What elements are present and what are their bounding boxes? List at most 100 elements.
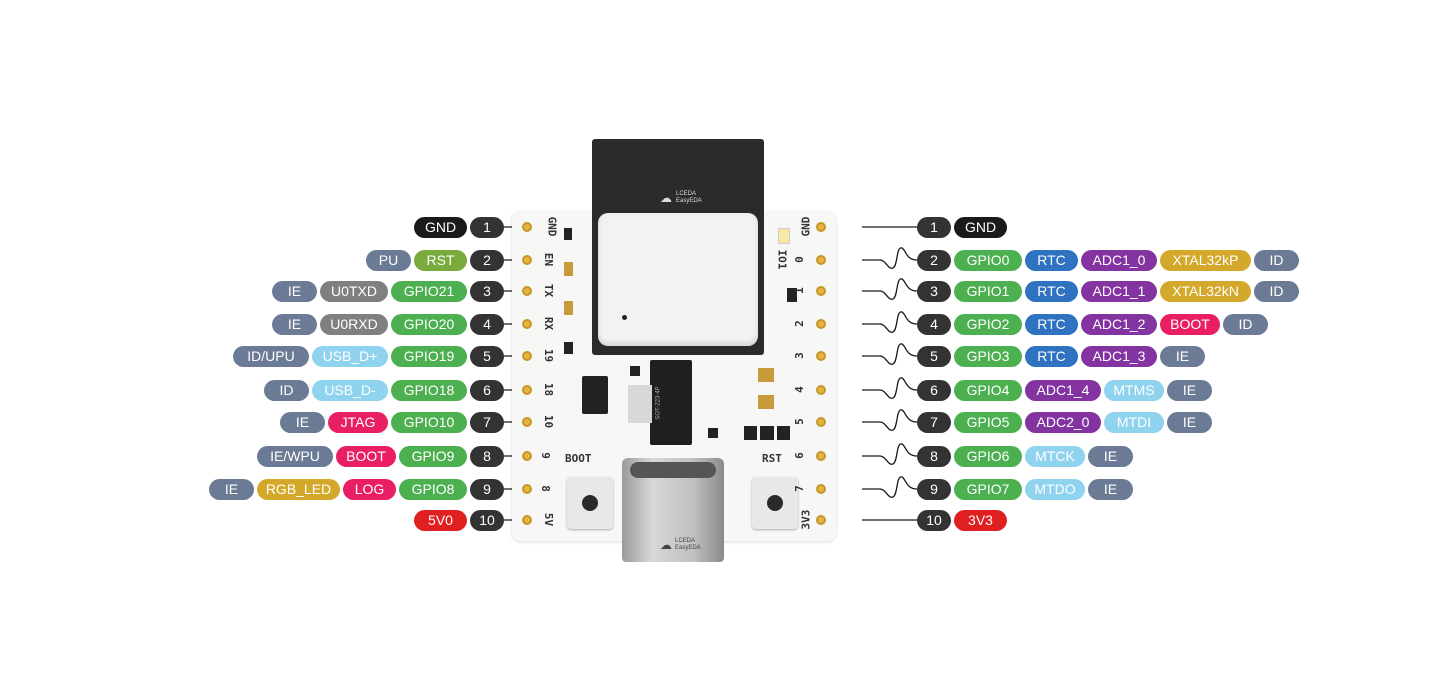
left-pin-4-label-1: U0RXD	[320, 313, 388, 335]
right-pin-7-label-4: IE	[1167, 411, 1212, 433]
left-pin-6-label-2: GPIO18	[391, 379, 467, 401]
right-pin-9-label-1: GPIO7	[954, 478, 1022, 500]
resistor-array	[744, 426, 790, 440]
led	[778, 228, 790, 244]
left-pin-3-label-3: 3	[470, 280, 504, 302]
left-pin-4-label-0: IE	[272, 313, 317, 335]
right-pad-6	[816, 385, 826, 395]
resistor-3	[708, 428, 718, 438]
left-pad-9	[522, 484, 532, 494]
left-pad-1	[522, 222, 532, 232]
right-pin-10-label-0: 10	[917, 509, 951, 531]
right-pin-5-label-0: 5	[917, 345, 951, 367]
left-pin-9-label-4: 9	[470, 478, 504, 500]
cap-2	[564, 301, 573, 315]
right-pin-3-label-0: 3	[917, 280, 951, 302]
cloud-icon: ☁	[660, 538, 672, 552]
right-pin-4-label-2: RTC	[1025, 313, 1078, 335]
right-silk-5: 3	[792, 352, 806, 359]
left-pad-7	[522, 417, 532, 427]
left-pad-4	[522, 319, 532, 329]
right-pin-8-label-2: MTCK	[1025, 445, 1085, 467]
right-pin-6-label-1: GPIO4	[954, 379, 1022, 401]
right-silk-10: 3V3	[799, 509, 813, 530]
ldo-tab	[628, 385, 652, 423]
right-pin-3-label-5: ID	[1254, 280, 1299, 302]
right-pin-3-label-2: RTC	[1025, 280, 1078, 302]
left-pin-8-label-2: GPIO9	[399, 445, 467, 467]
right-pin-10-label-1: 3V3	[954, 509, 1007, 531]
right-silk-3: 1	[792, 287, 806, 294]
left-pin-9-label-3: GPIO8	[399, 478, 467, 500]
right-wire-6	[862, 377, 918, 399]
right-pin-9-label-2: MTDO	[1025, 478, 1085, 500]
right-silk-1: GND	[799, 216, 813, 237]
right-pin-8-label-1: GPIO6	[954, 445, 1022, 467]
left-pin-6-label-3: 6	[470, 379, 504, 401]
left-silk-6: 18	[542, 382, 556, 397]
cloud-icon: ☁	[660, 191, 672, 205]
right-pin-6-label-0: 6	[917, 379, 951, 401]
right-pin-7-label-2: ADC2_0	[1025, 411, 1101, 433]
right-pin-3-label-1: GPIO1	[954, 280, 1022, 302]
right-pin-4-label-1: GPIO2	[954, 313, 1022, 335]
right-pin-2-label-1: GPIO0	[954, 249, 1022, 271]
right-pad-1	[816, 222, 826, 232]
right-pin-5-label-3: ADC1_3	[1081, 345, 1157, 367]
left-silk-4: RX	[542, 316, 556, 331]
cap-3	[564, 342, 573, 354]
right-pad-5	[816, 351, 826, 361]
right-pin-2-label-0: 2	[917, 249, 951, 271]
right-wire-9	[862, 476, 918, 498]
boot-button-cap	[582, 495, 598, 511]
left-pad-3	[522, 286, 532, 296]
right-pin-7-label-0: 7	[917, 411, 951, 433]
left-pin-3-label-1: U0TXD	[320, 280, 388, 302]
resistor-2	[630, 366, 640, 376]
right-pad-2	[816, 255, 826, 265]
right-silk-4: 2	[792, 320, 806, 327]
right-pin-2-label-5: ID	[1254, 249, 1299, 271]
right-pin-7-label-1: GPIO5	[954, 411, 1022, 433]
left-silk-5: 19	[542, 348, 556, 363]
left-pin-1-label-1: 1	[470, 216, 504, 238]
left-pin-6-label-0: ID	[264, 379, 309, 401]
right-pin-4-label-5: ID	[1223, 313, 1268, 335]
usb-logo: ☁ LCEDA EasyEDA	[660, 538, 701, 552]
right-wire-5	[862, 343, 918, 365]
boot-button[interactable]	[567, 477, 613, 529]
right-pad-7	[816, 417, 826, 427]
left-pin-7-label-3: 7	[470, 411, 504, 433]
pin1-dot	[622, 315, 627, 320]
left-pad-6	[522, 385, 532, 395]
right-pad-8	[816, 451, 826, 461]
right-silk-9: 7	[792, 485, 806, 492]
right-pin-8-label-0: 8	[917, 445, 951, 467]
right-pad-4	[816, 319, 826, 329]
right-pad-3	[816, 286, 826, 296]
left-pin-8-label-1: BOOT	[336, 445, 396, 467]
right-wire-3	[862, 278, 918, 300]
module-shield	[598, 213, 758, 346]
right-pin-2-label-4: XTAL32kP	[1160, 249, 1251, 271]
left-pin-5-label-3: 5	[470, 345, 504, 367]
ldo-regulator: SOT-223-4P	[650, 360, 692, 445]
left-pad-5	[522, 351, 532, 361]
right-pin-1-label-0: 1	[917, 216, 951, 238]
right-pin-2-label-2: RTC	[1025, 249, 1078, 271]
left-pin-5-label-0: ID/UPU	[233, 345, 309, 367]
right-pin-3-label-3: ADC1_1	[1081, 280, 1157, 302]
right-pin-4-label-3: ADC1_2	[1081, 313, 1157, 335]
usb-c-connector: ☁ LCEDA EasyEDA	[622, 458, 724, 562]
left-pin-7-label-0: IE	[280, 411, 325, 433]
left-pin-1-label-0: GND	[414, 216, 467, 238]
cap-1	[564, 262, 573, 276]
left-pin-9-label-1: RGB_LED	[257, 478, 340, 500]
left-pin-4-label-3: 4	[470, 313, 504, 335]
left-pin-9-label-0: IE	[209, 478, 254, 500]
right-pin-4-label-4: BOOT	[1160, 313, 1220, 335]
left-pin-3-label-2: GPIO21	[391, 280, 467, 302]
io1-silk: IO1	[775, 249, 789, 270]
left-pin-8-label-3: 8	[470, 445, 504, 467]
rst-button[interactable]	[752, 477, 798, 529]
